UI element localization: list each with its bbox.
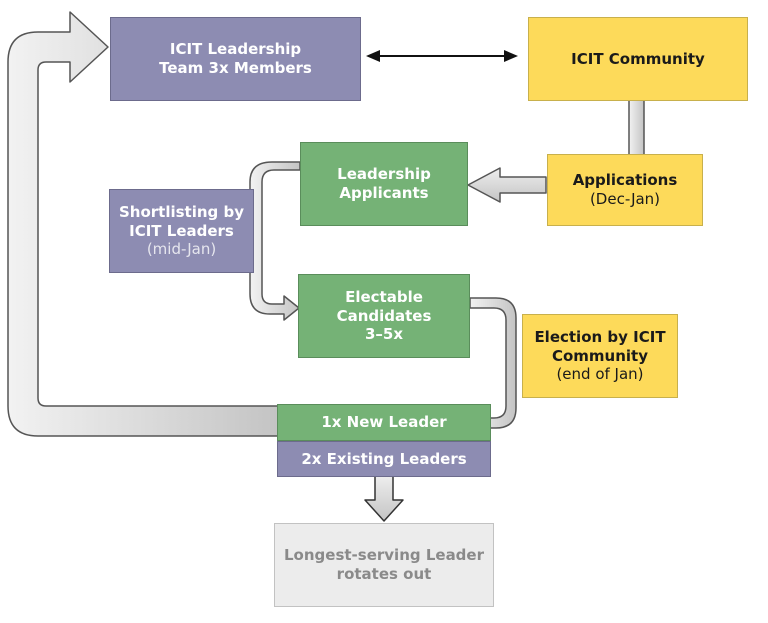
election-subtitle: (end of Jan) <box>556 365 644 384</box>
electable-candidates-line-2: Candidates <box>336 306 432 325</box>
leadership-applicants-node: Leadership Applicants <box>300 142 468 226</box>
community-node: ICIT Community <box>528 17 748 101</box>
electable-candidates-node: Electable Candidates 3–5x <box>298 274 470 358</box>
election-node: Election by ICIT Community (end of Jan) <box>522 314 678 398</box>
election-line-2: Community <box>551 346 649 365</box>
shortlist-arrow-body <box>249 161 301 321</box>
applications-subtitle: (Dec-Jan) <box>589 190 661 208</box>
leadership-applicants-line-2: Applicants <box>339 184 429 202</box>
existing-leaders-label: 2x Existing Leaders <box>301 449 467 468</box>
electable-candidates-line-3: 3–5x <box>364 325 404 344</box>
leadership-team-node: ICIT Leadership Team 3x Members <box>110 17 361 101</box>
shortlisting-node: Shortlisting by ICIT Leaders (mid-Jan) <box>109 189 254 273</box>
leadership-team-line-2: Team 3x Members <box>159 59 312 77</box>
shortlisting-line-2: ICIT Leaders <box>129 221 234 240</box>
shortlisting-line-1: Shortlisting by <box>118 202 245 221</box>
rotates-out-node: Longest-serving Leader rotates out <box>274 523 494 607</box>
leadership-applicants-line-1: Leadership <box>337 165 431 184</box>
new-leader-node: 1x New Leader <box>277 404 491 441</box>
applications-node: Applications (Dec-Jan) <box>547 154 703 226</box>
community-label: ICIT Community <box>571 49 705 68</box>
shortlisting-subtitle: (mid-Jan) <box>146 240 217 259</box>
applications-arrow <box>467 167 547 203</box>
rotate-out-arrow <box>364 475 404 522</box>
rotates-out-line-1: Longest-serving Leader <box>284 546 484 565</box>
electable-candidates-line-1: Electable <box>345 287 423 306</box>
community-connector <box>628 99 645 156</box>
leadership-team-line-1: ICIT Leadership <box>169 40 302 59</box>
applications-title: Applications <box>572 171 678 190</box>
rotates-out-line-2: rotates out <box>336 565 432 583</box>
existing-leaders-node: 2x Existing Leaders <box>277 441 491 477</box>
election-line-1: Election by ICIT <box>534 327 666 346</box>
new-leader-label: 1x New Leader <box>321 413 447 432</box>
loop-arrow <box>7 11 279 437</box>
